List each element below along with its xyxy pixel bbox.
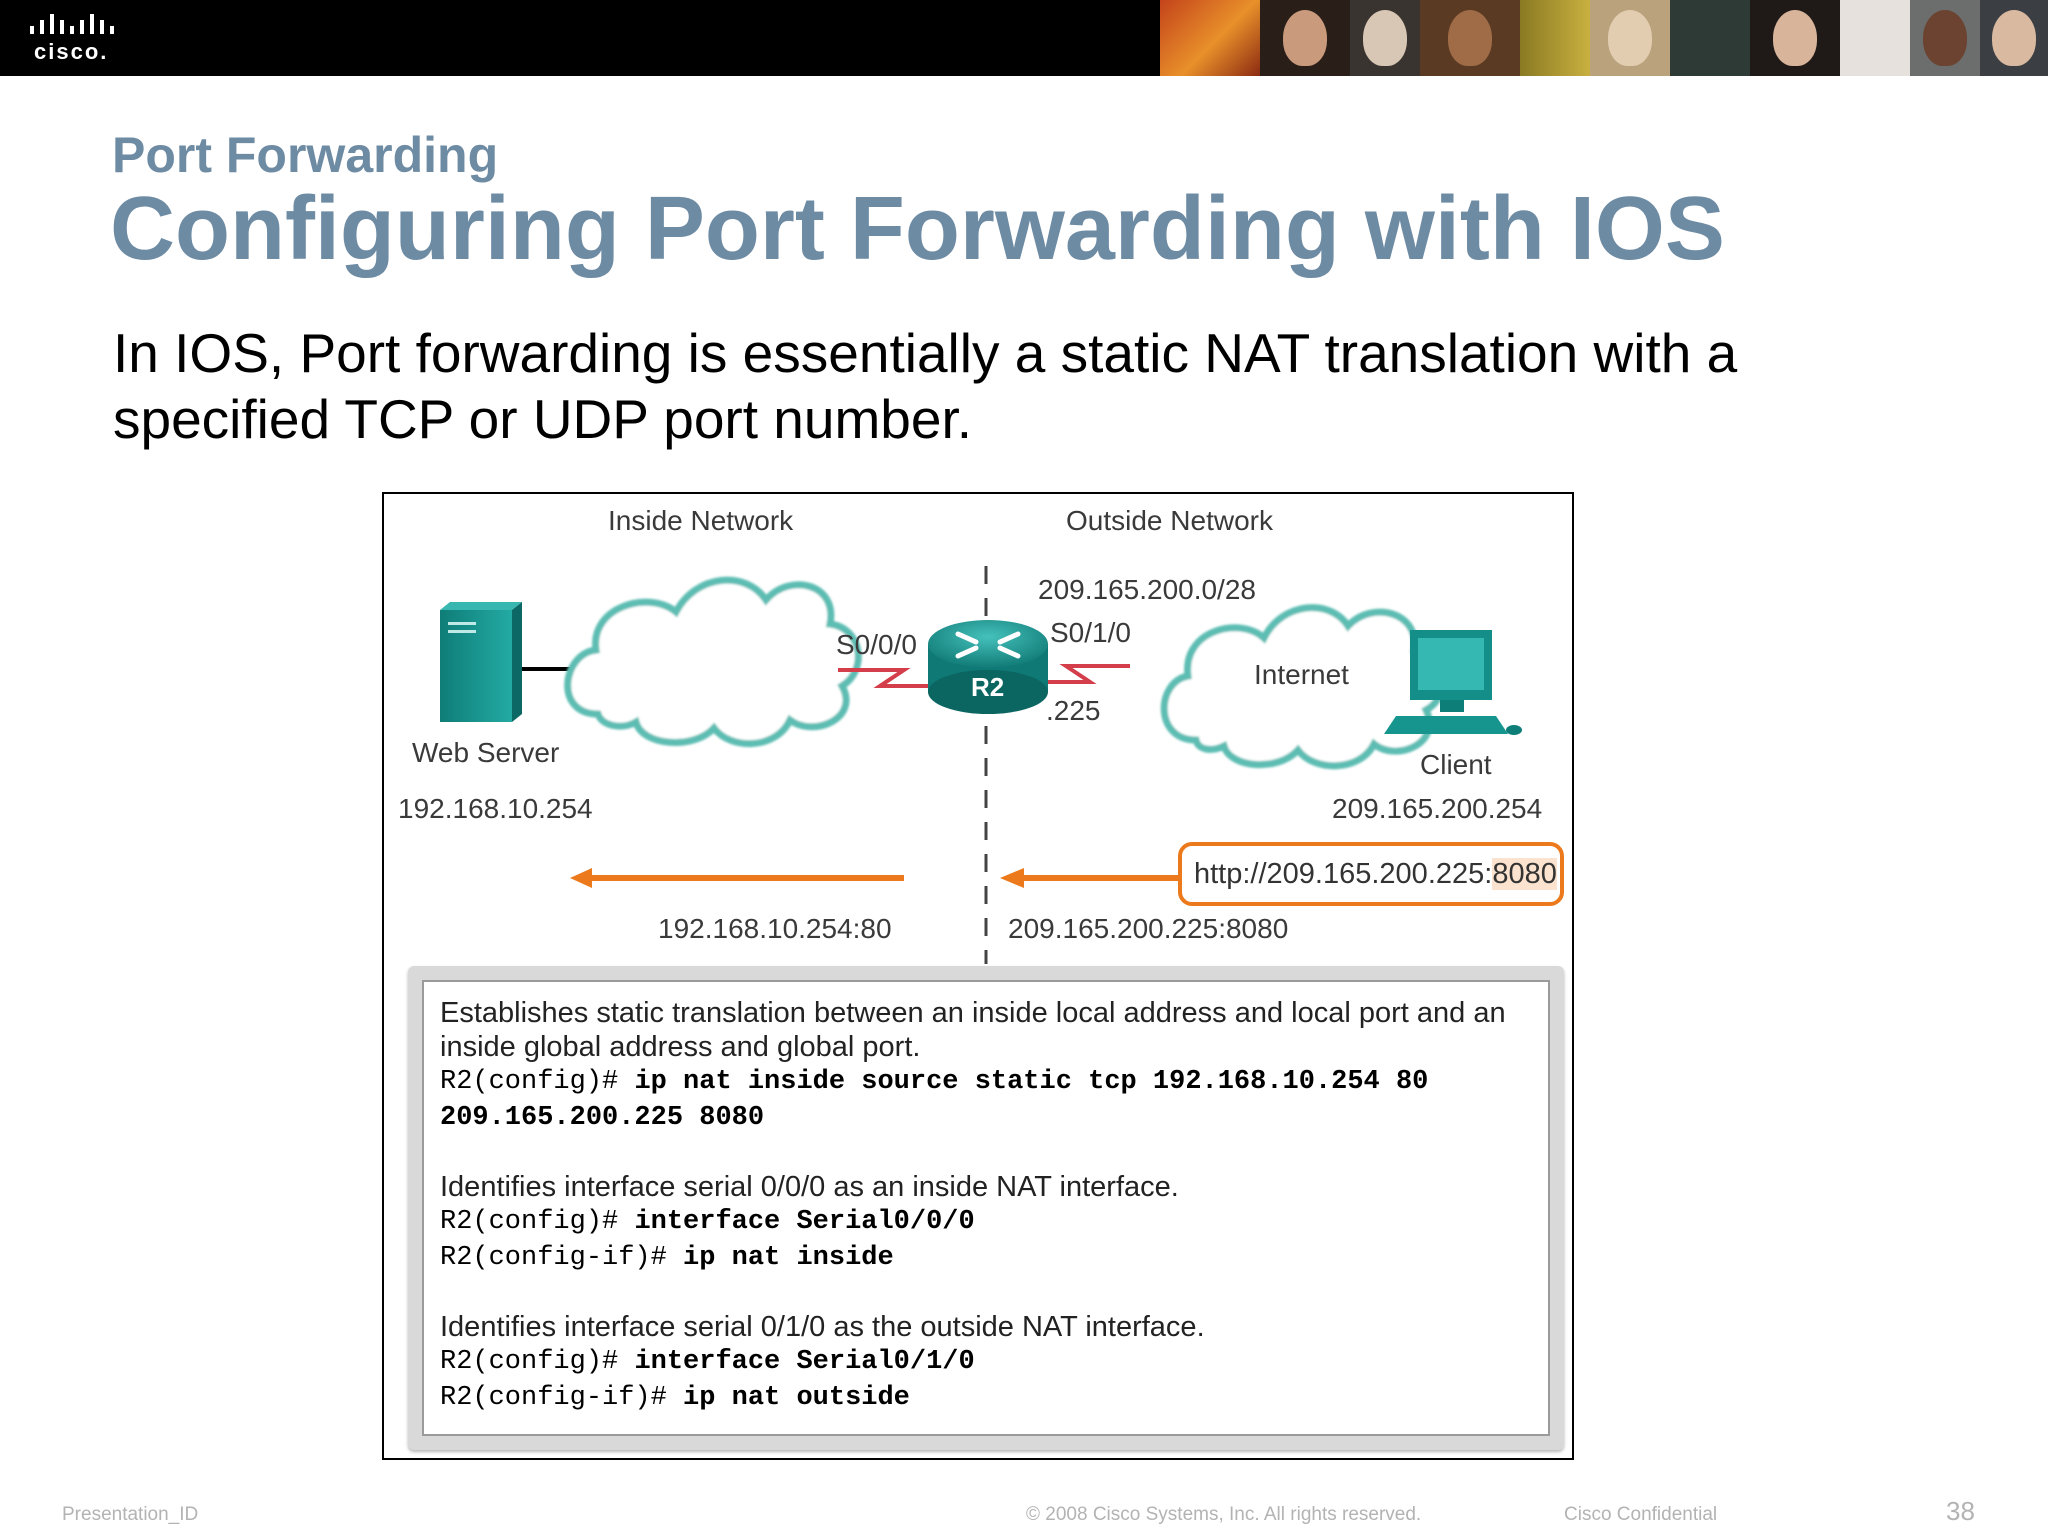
interface-s010-label: S0/1/0 [1050, 617, 1131, 648]
router-name-label: R2 [971, 672, 1004, 702]
cli-command: ip nat outside [683, 1383, 910, 1413]
arrow-to-router-icon [1000, 868, 1178, 888]
web-server-ip: 192.168.10.254 [398, 793, 593, 824]
outside-socket-label: 209.165.200.225:8080 [1008, 913, 1288, 944]
photo-panel [1520, 0, 1590, 76]
cli-command: ip nat inside source static tcp 192.168.… [634, 1067, 1429, 1097]
footer-presentation-id: Presentation_ID [62, 1504, 199, 1525]
config-command: R2(config-if)# ip nat outside [440, 1380, 1532, 1416]
inside-network-label: Inside Network [608, 505, 794, 536]
config-description: Establishes static translation between a… [440, 997, 1506, 1063]
photo-panel [1160, 0, 1260, 76]
url-port-highlight: 8080 [1492, 858, 1557, 890]
spacer [440, 1276, 1532, 1310]
cli-prompt: R2(config)# [440, 1207, 635, 1237]
cli-prompt: R2(config)# [440, 1347, 635, 1377]
config-command: R2(config-if)# ip nat inside [440, 1240, 1532, 1276]
internet-label: Internet [1254, 659, 1349, 690]
router-host-address: .225 [1046, 695, 1101, 726]
photo-panel [1840, 0, 1910, 76]
top-banner: cisco. [0, 0, 2048, 76]
interface-s000-label: S0/0/0 [836, 629, 917, 660]
config-command: R2(config)# ip nat inside source static … [440, 1064, 1532, 1100]
footer-confidential: Cisco Confidential [1564, 1504, 1718, 1525]
slide-title: Configuring Port Forwarding with IOS [110, 179, 1725, 279]
router-r2-icon [928, 620, 1048, 714]
photo-panel [1750, 0, 1840, 76]
serial-link-inside [838, 668, 946, 688]
port-forwarding-figure: Inside Network Outside Network 209.165.2… [382, 492, 1574, 1460]
photo-panel [1590, 0, 1670, 76]
config-command-continuation: 209.165.200.225 8080 [440, 1100, 1532, 1136]
network-topology-diagram: Inside Network Outside Network 209.165.2… [398, 505, 1542, 964]
cli-command: 209.165.200.225 8080 [440, 1103, 765, 1133]
client-ip: 209.165.200.254 [1332, 793, 1542, 824]
url-prefix: http://209.165.200.225: [1194, 858, 1493, 890]
outside-subnet-label: 209.165.200.0/28 [1038, 574, 1256, 605]
outside-network-label: Outside Network [1066, 505, 1274, 536]
config-description: Identifies interface serial 0/0/0 as an … [440, 1171, 1179, 1203]
cli-prompt: R2(config-if)# [440, 1383, 684, 1413]
page-number: 38 [1946, 1496, 1975, 1526]
photo-panel [1980, 0, 2048, 76]
cisco-logo-icon [30, 14, 114, 34]
section-subtitle: Port Forwarding [112, 127, 499, 183]
slide-body-text: In IOS, Port forwarding is essentially a… [113, 322, 1738, 450]
cli-command: ip nat inside [683, 1243, 894, 1273]
cli-command: interface Serial0/0/0 [634, 1207, 975, 1237]
cli-command: interface Serial0/1/0 [634, 1347, 975, 1377]
config-description: Identifies interface serial 0/1/0 as the… [440, 1311, 1205, 1343]
client-pc-icon [1384, 630, 1522, 735]
footer-copyright: © 2008 Cisco Systems, Inc. All rights re… [1026, 1504, 1422, 1525]
cli-prompt: R2(config)# [440, 1067, 635, 1097]
spacer [440, 1136, 1532, 1170]
serial-link-outside [1044, 664, 1130, 684]
config-panel-body: Establishes static translation between a… [422, 980, 1550, 1436]
cli-prompt: R2(config-if)# [440, 1243, 684, 1273]
client-url-box: http://209.165.200.225:8080 [1178, 842, 1564, 906]
photo-panel [1420, 0, 1520, 76]
inside-cloud-icon [564, 576, 862, 748]
config-panel: Establishes static translation between a… [408, 966, 1564, 1450]
photo-panel [1350, 0, 1420, 76]
people-photo-strip [1160, 0, 2048, 76]
photo-panel [1670, 0, 1750, 76]
photo-panel [1910, 0, 1980, 76]
web-server-label: Web Server [412, 737, 559, 768]
config-command: R2(config)# interface Serial0/0/0 [440, 1204, 1532, 1240]
web-server-icon [440, 602, 522, 722]
inside-socket-label: 192.168.10.254:80 [658, 913, 892, 944]
client-label: Client [1420, 749, 1492, 780]
arrow-to-server-icon [570, 868, 904, 888]
photo-panel [1260, 0, 1350, 76]
cisco-logo-text: cisco. [34, 39, 109, 64]
config-command: R2(config)# interface Serial0/1/0 [440, 1344, 1532, 1380]
